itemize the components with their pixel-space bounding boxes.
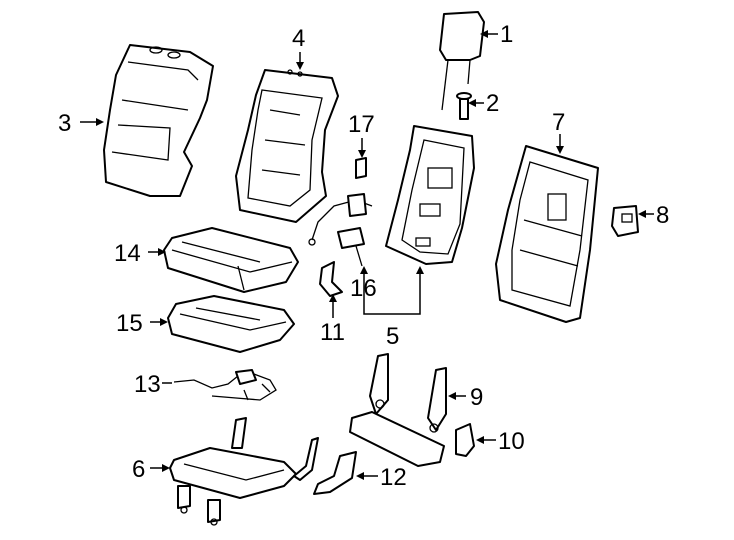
- callout-4: 4: [292, 25, 305, 52]
- part-7-back-panel: [495, 145, 599, 323]
- part-17-clip: [355, 157, 367, 179]
- callout-14: 14: [114, 240, 141, 267]
- part-16-harness: [308, 193, 373, 267]
- callout-2: 2: [486, 90, 499, 117]
- callout-6: 6: [132, 456, 145, 483]
- part-5-seatback-frame: [385, 125, 475, 265]
- part-11-hook: [319, 261, 343, 297]
- callout-7: 7: [552, 109, 565, 136]
- callout-17: 17: [348, 111, 375, 138]
- callout-8: 8: [656, 202, 669, 229]
- callout-9: 9: [470, 384, 483, 411]
- part-4-seatback-pad: [235, 69, 339, 223]
- part-13-harness: [173, 369, 277, 401]
- part-9-recliner-bracket: [349, 353, 447, 467]
- callout-12: 12: [380, 464, 407, 491]
- callout-10: 10: [498, 428, 525, 455]
- part-10-recliner-cover: [455, 423, 475, 457]
- callout-13: 13: [134, 371, 161, 398]
- part-8-bracket: [611, 205, 639, 237]
- callout-1: 1: [500, 21, 513, 48]
- part-15-cushion-pad: [167, 295, 295, 353]
- callout-11: 11: [320, 319, 345, 346]
- part-1-headrest: [439, 11, 485, 111]
- callout-15: 15: [116, 310, 143, 337]
- callout-5: 5: [386, 323, 399, 350]
- leader-lines: [80, 30, 654, 480]
- part-14-cushion-cover: [163, 227, 299, 293]
- callout-3: 3: [58, 110, 71, 137]
- callout-16: 16: [350, 275, 377, 302]
- part-3-seatback-cover: [103, 44, 214, 197]
- part-12-trim-cover: [313, 451, 357, 495]
- part-2-headrest-guide: [456, 92, 472, 120]
- part-6-cushion-frame: [169, 417, 319, 526]
